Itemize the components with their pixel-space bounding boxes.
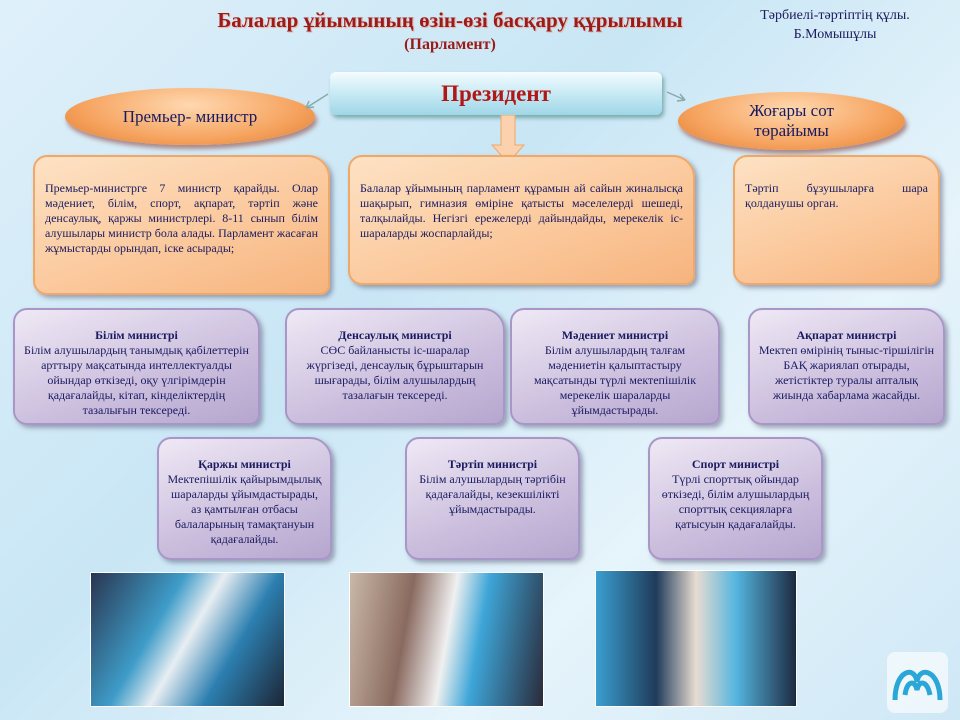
minister-title: Мәдениет министрі	[561, 328, 669, 342]
arrow-left-icon	[305, 93, 329, 109]
arrow-right-icon	[666, 91, 686, 102]
slide-title: Балалар ұйымының өзін-өзі басқару құрылы…	[217, 8, 683, 32]
logo-icon	[887, 652, 948, 713]
minister-title: Ақпарат министрі	[796, 328, 897, 342]
prime-minister-ellipse: Премьер- министр	[65, 88, 315, 145]
photo-students-2	[349, 572, 544, 707]
minister-title: Спорт министрі	[691, 457, 780, 471]
minister-title: Қаржы министрі	[198, 457, 291, 471]
quote: Тәрбиелі-тәртіптің құлы. Б.Момышұлы	[730, 6, 940, 44]
minister-title: Денсаулық министрі	[338, 328, 452, 342]
quote-author: Б.Момышұлы	[793, 27, 877, 42]
minister-text: Білім алушылардың танымдық қабілеттерін …	[24, 343, 249, 417]
president-scroll: Балалар ұйымының парламент құрамын ай са…	[348, 155, 695, 285]
quote-text: Тәрбиелі-тәртіптің құлы.	[760, 8, 910, 23]
prime-minister-scroll: Премьер-министрге 7 министр қарайды. Ола…	[33, 155, 330, 295]
minister-text: Мектеп өмірінің тыныс-тіршілігін БАҚ жар…	[758, 343, 935, 402]
supreme-court-scroll: Тәртіп бұзушыларға шара қолданушы орган.	[733, 155, 940, 285]
president-box: Президент	[330, 72, 662, 115]
prime-minister-label: Премьер- министр	[122, 106, 258, 126]
minister-title: Білім министрі	[95, 328, 178, 342]
minister-text: Білім алушылардың тәртібін қадағалайды, …	[419, 472, 566, 516]
minister-text: Мектепішілік қайырымдылық шараларды ұйым…	[167, 472, 322, 546]
supreme-court-label-1: Жоғары сот	[749, 101, 834, 120]
photo-students-1	[90, 572, 285, 707]
slide-subtitle: (Парламент)	[404, 36, 496, 53]
minister-text: СӨС байланысты іс-шаралар жүргізеді, ден…	[306, 343, 484, 402]
photo-students-3	[595, 570, 797, 707]
arrow-down-icon	[490, 115, 526, 164]
minister-title: Тәртіп министрі	[447, 457, 538, 471]
minister-text: Білім алушылардың талғам мәдениетін қалы…	[533, 343, 697, 417]
supreme-court-label-2: төрайымы	[754, 121, 829, 140]
minister-text: Түрлі спорттық ойындар өткізеді, білім а…	[661, 472, 810, 531]
